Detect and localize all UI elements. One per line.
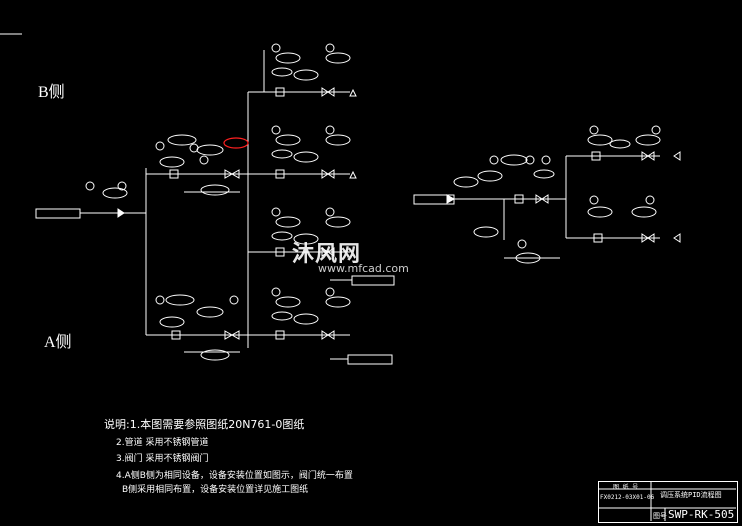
title-block-header: 图 纸 号 (613, 484, 639, 491)
inlet-tag-left (35, 208, 81, 219)
title-block (598, 481, 738, 523)
note-line-4b: B侧采用相同布置，设备安装位置详见施工图纸 (122, 485, 309, 495)
note-line-2: 2.管道 采用不锈钢管道 (116, 438, 209, 448)
note-line-4a: 4.A侧B侧为相同设备，设备安装位置如图示，阀门统一布置 (116, 471, 353, 481)
side-label-b: B侧 (38, 84, 65, 101)
title-block-drawing-no: FX0212-03X01-06 (600, 494, 655, 501)
note-line-3: 3.阀门 采用不锈钢阀门 (116, 454, 209, 464)
title-block-sheet-label: 图号 (653, 512, 667, 520)
watermark-url: www.mfcad.com (318, 262, 409, 275)
watermark-text: 沐风网 (292, 242, 362, 267)
title-block-code: SWP-RK-505 (668, 508, 735, 521)
title-block-title: 调压系统PID流程图 (660, 491, 722, 499)
highlight-tag (223, 137, 249, 149)
note-line-1: 说明:1.本图需要参照图纸20N761-0图纸 (104, 418, 305, 431)
side-label-a: A侧 (44, 334, 72, 351)
